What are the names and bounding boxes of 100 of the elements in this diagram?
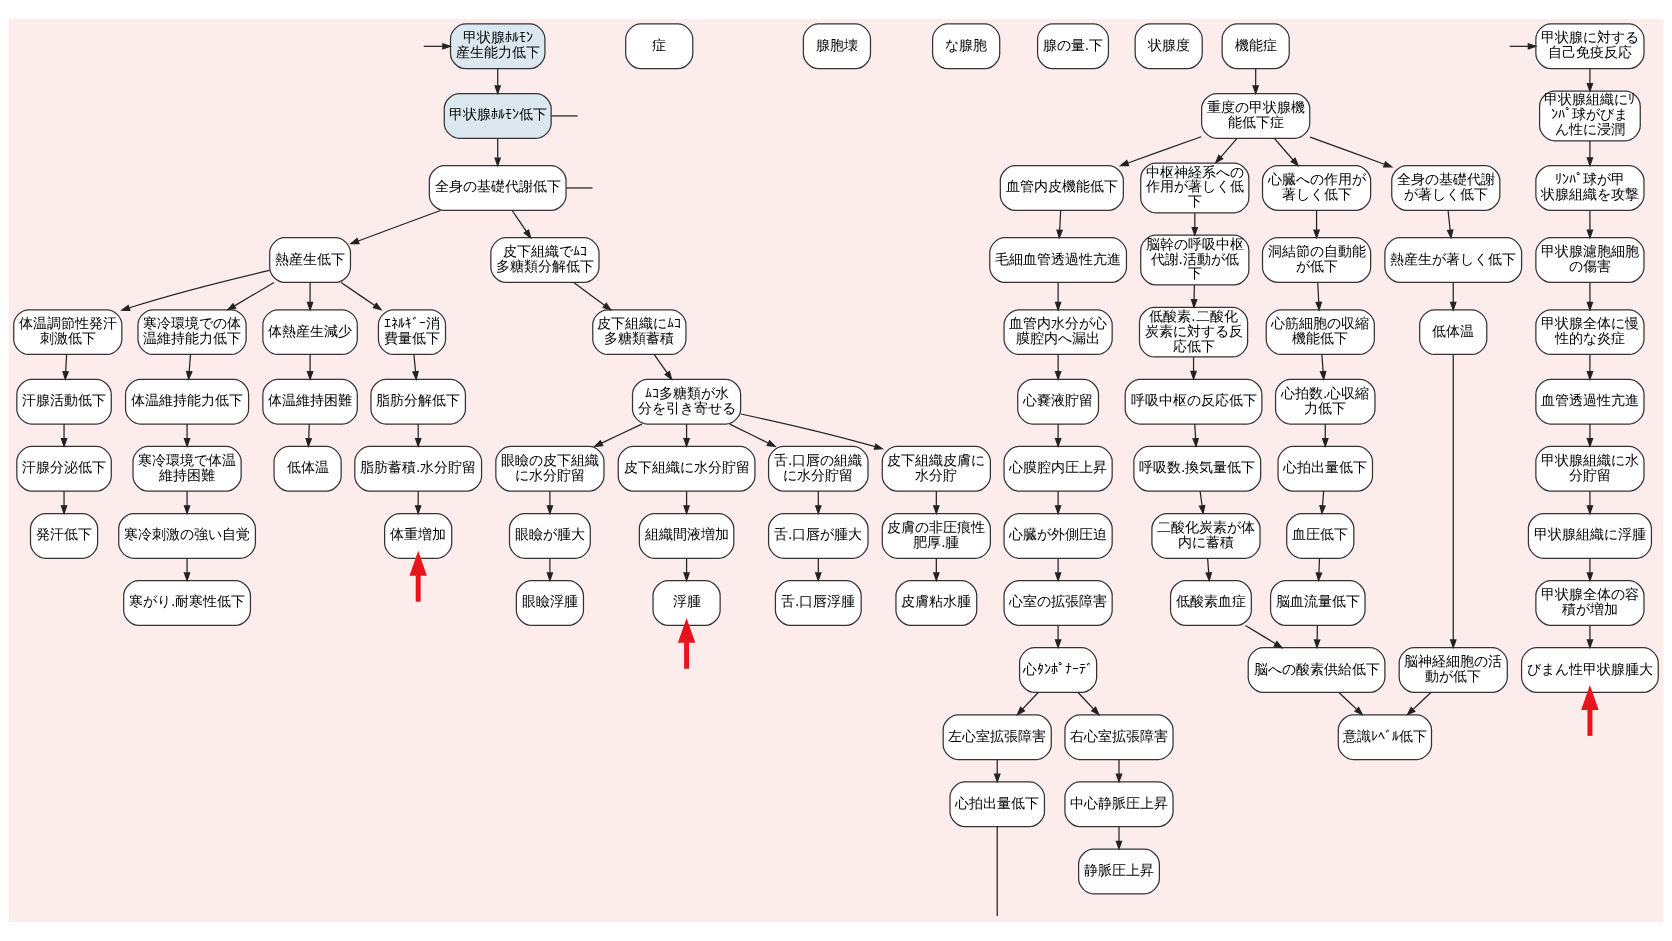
node-box: 寒がり.耐寒性低下: [123, 580, 252, 626]
arrow: [1586, 423, 1594, 449]
node-box: 皮下組織に水分貯留: [617, 445, 756, 492]
node-box: 熱産生低下: [269, 237, 352, 284]
arrow: [305, 423, 313, 449]
node-box: 低体温: [1419, 309, 1488, 356]
arrow: [409, 550, 427, 602]
node-box: 低酸素.二酸化炭素に対する反応低下: [1138, 306, 1249, 358]
arrow: [1586, 281, 1594, 312]
connector: [565, 187, 594, 189]
node-box: 甲状腺組織にﾘﾝﾊﾟ球がびまん性に浸潤: [1539, 90, 1641, 142]
node-box: 甲状腺組織に浮腫: [1527, 512, 1653, 559]
node-box: 呼吸中枢の反応低下: [1124, 378, 1263, 425]
node-box: 血管透過性亢進: [1535, 378, 1645, 425]
arrow: [1581, 685, 1599, 736]
arrow: [1449, 281, 1457, 312]
node-box: 体温調節性発汗刺激低下: [13, 309, 123, 356]
node-box: 浮腫: [652, 580, 721, 626]
node-box: 重度の甲状腺機能低下症: [1201, 92, 1311, 139]
arrow: [1054, 624, 1062, 650]
node-box: 甲状腺濾胞細胞の傷害: [1535, 237, 1645, 284]
arrow: [729, 423, 777, 448]
node-box: 症: [625, 23, 694, 70]
arrow: [653, 354, 673, 381]
node-box: 血管内皮機能低下: [999, 165, 1124, 211]
arrow: [1315, 281, 1323, 312]
node-box: 心嚢液貯留: [1017, 378, 1100, 425]
arrow: [1586, 68, 1594, 93]
node-box: 血管内水分が心膜腔内へ漏出: [1003, 309, 1113, 356]
node-box: 眼瞼が腫大: [508, 512, 591, 559]
arrow: [62, 354, 70, 382]
node-box: 眼瞼浮腫: [515, 580, 585, 626]
arrow: [1054, 281, 1062, 312]
node-box: 中心静脈圧上昇: [1064, 781, 1174, 828]
arrow: [1586, 624, 1594, 650]
node-box: 眼瞼の皮下組織に水分貯留: [495, 445, 605, 492]
node-box: 心室の拡張障害: [1003, 580, 1113, 626]
arrow: [1192, 423, 1200, 449]
node-box: 状腺度: [1134, 23, 1203, 70]
arrow: [1586, 354, 1594, 382]
arrow: [1586, 557, 1594, 583]
arrow: [1198, 490, 1206, 516]
arrow: [1586, 490, 1594, 516]
arrow: [340, 281, 383, 311]
arrow: [1338, 691, 1364, 716]
arrow: [412, 354, 419, 382]
node-box: 汗腺分泌低下: [16, 445, 112, 492]
arrow: [1315, 557, 1323, 583]
node-box: 舌.口唇が腫大: [767, 512, 869, 559]
arrow: [1056, 209, 1064, 240]
node-box: 甲状腺組織に水分貯留: [1535, 445, 1645, 492]
arrow: [306, 354, 314, 382]
arrow: [1054, 354, 1062, 382]
node-box: 心拍数.心収縮力低下: [1274, 378, 1376, 425]
node-box: 心臓が外側圧迫: [1003, 512, 1113, 559]
node-box: 腺の量.下: [1037, 23, 1110, 70]
node-box: 低酸素血症: [1169, 580, 1252, 626]
node-box: 皮下組織でﾑｺ多糖類分解低下: [490, 237, 600, 284]
arrow: [183, 490, 191, 516]
node-box: 心ﾀﾝﾎﾟﾅｰﾃﾞ: [1018, 647, 1098, 694]
node-box: 機能症: [1221, 23, 1290, 70]
node-box: 心膜腔内圧上昇: [1003, 445, 1113, 492]
arrow: [1273, 137, 1300, 168]
node-box: 静脈圧上昇: [1078, 848, 1160, 895]
arrow: [226, 281, 275, 311]
node-box: 甲状腺ﾎﾙﾓﾝ低下: [443, 92, 552, 139]
arrow: [573, 281, 613, 311]
node-box: 寒冷刺激の強い自覚: [118, 512, 257, 559]
node-box: びまん性甲状腺腫大: [1520, 647, 1659, 694]
node-box: 脳神経細胞の活動が低下: [1398, 647, 1508, 694]
node-box: 皮下組織皮膚に水分貯: [881, 445, 991, 492]
arrow: [1054, 557, 1062, 583]
node-box: 皮下組織にﾑｺ多糖類蓄積: [592, 309, 687, 356]
arrow: [1319, 354, 1327, 382]
node-box: 中枢神経系への作用が著しく低下: [1140, 162, 1250, 214]
node-box: 体重増加: [384, 512, 453, 559]
arrow: [120, 269, 271, 312]
node-box: 皮膚の非圧痕性肥厚.腫: [881, 512, 991, 559]
arrow: [1214, 137, 1238, 165]
node-box: 甲状腺全体の容積が増加: [1535, 580, 1645, 626]
node-box: 寒冷環境での体温維持能力低下: [137, 309, 247, 356]
arrow: [1313, 209, 1321, 240]
node-box: 甲状腺全体に慢性的な炎症: [1535, 309, 1645, 356]
node-box: ﾑｺ多糖類が水分を引き寄せる: [631, 378, 742, 425]
node-box: 甲状腺に対する自己免疫反応: [1535, 23, 1645, 70]
arrow: [1244, 624, 1284, 649]
arrow: [1118, 136, 1202, 167]
node-box: 呼吸数.換気量低下: [1133, 445, 1262, 492]
connector: [550, 115, 579, 117]
node-box: 二酸化炭素が体内に蓄積: [1151, 512, 1261, 559]
node-box: 寒冷環境で体温維持困難: [132, 445, 242, 492]
arrow: [740, 413, 884, 450]
node-box: ﾘﾝﾊﾟ球が甲状腺組織を攻撃: [1535, 165, 1645, 211]
node-box: 脂肪蓄積.水分貯留: [354, 445, 483, 492]
arrow: [306, 281, 314, 312]
arrow: [1586, 209, 1594, 240]
node-box: な腺胞: [932, 23, 1001, 70]
arrow: [423, 42, 453, 50]
node-box: 体温維持能力低下: [124, 378, 250, 425]
arrow: [546, 490, 554, 516]
